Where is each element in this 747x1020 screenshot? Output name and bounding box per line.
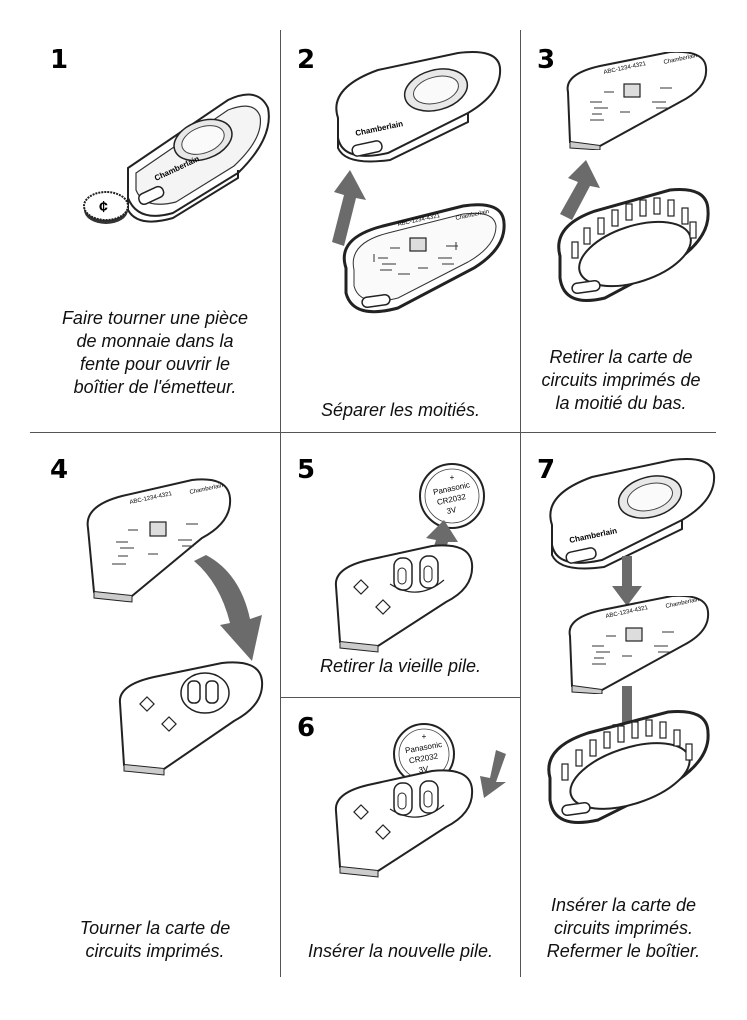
- svg-text:+: +: [450, 473, 455, 482]
- battery-icon: + Panasonic CR2032 3V: [419, 463, 485, 529]
- divider: [280, 432, 281, 977]
- svg-text:3V: 3V: [446, 505, 458, 516]
- divider: [520, 30, 521, 432]
- case-bottom-icon: ABC-1234-4321 Chamberlain: [342, 203, 506, 314]
- step-number: 6: [297, 713, 316, 743]
- step-caption: Insérer la nouvelle pile.: [307, 941, 494, 961]
- remote-icon: Chamberlain: [127, 93, 270, 223]
- battery-holder-icon: [118, 661, 264, 776]
- divider: [280, 697, 520, 698]
- case-bottom-icon: [557, 187, 710, 302]
- arrow-icon: [480, 750, 506, 798]
- step-number: 2: [297, 45, 316, 75]
- battery-icon: + Panasonic CR2032 3V: [393, 723, 455, 785]
- svg-text:¢: ¢: [99, 199, 108, 216]
- circuit-board-icon: ABC-1234-4321 Chamberlain: [568, 596, 710, 694]
- divider: [280, 30, 281, 432]
- case-bottom-icon: [547, 709, 710, 824]
- step-number: 7: [537, 455, 556, 485]
- divider: [30, 432, 716, 433]
- remote-icon: Chamberlain: [549, 458, 716, 570]
- circuit-board-icon: ABC-1234-4321 Chamberlain: [566, 52, 708, 150]
- step-caption: Séparer les moitiés.: [320, 400, 481, 420]
- arrow-icon: [194, 555, 262, 661]
- step-number: 3: [537, 45, 556, 75]
- remote-icon: Chamberlain: [335, 51, 502, 163]
- step-number: 1: [50, 45, 69, 75]
- circuit-board-icon: ABC-1234-4321 Chamberlain: [86, 478, 232, 603]
- battery-holder-icon: [334, 769, 474, 878]
- step-number: 4: [50, 455, 69, 485]
- battery-holder-icon: [334, 544, 474, 653]
- arrow-icon: [612, 556, 642, 606]
- arrow-icon: [560, 160, 600, 220]
- step-number: 5: [297, 455, 316, 485]
- arrow-icon: [332, 170, 366, 246]
- step-caption: Retirer la vieille pile.: [319, 656, 482, 676]
- coin-icon: ¢: [83, 191, 129, 224]
- svg-text:3V: 3V: [418, 764, 430, 775]
- svg-text:+: +: [422, 732, 427, 741]
- divider: [520, 432, 521, 977]
